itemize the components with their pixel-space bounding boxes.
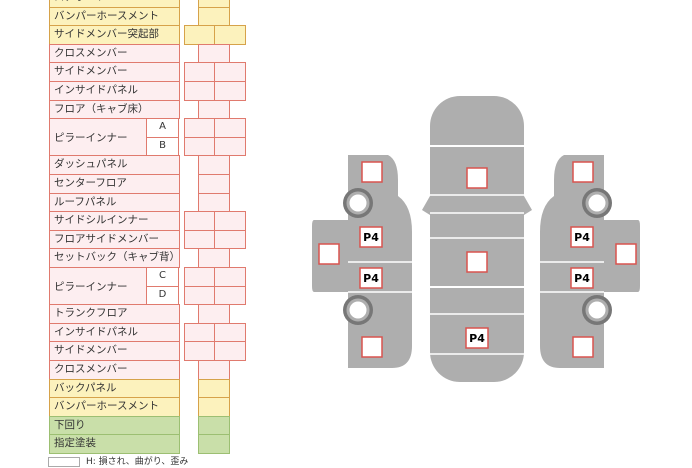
check-cell[interactable] [198, 304, 230, 324]
row-label: サイドシルインナー [49, 211, 180, 231]
row-label: センターフロア [49, 174, 180, 194]
check-cell[interactable] [198, 192, 230, 213]
check-cell[interactable] [198, 99, 230, 120]
row-label: フロア（キャブ床） [49, 99, 180, 120]
row-label: インサイドパネル [49, 322, 180, 343]
row-label: バンパーホースメント [49, 6, 180, 27]
check-cell[interactable] [198, 415, 230, 436]
check-cell[interactable] [214, 25, 246, 45]
badge-right-text-2: P4 [574, 272, 590, 285]
check-cell[interactable] [214, 341, 246, 361]
marker-right-door[interactable] [615, 243, 637, 265]
car-top-view: P4 [422, 96, 532, 382]
badge-rear-p4[interactable] [465, 327, 489, 349]
legend-swatch [48, 456, 80, 467]
marker-left-front[interactable] [361, 161, 383, 183]
check-cell[interactable] [214, 81, 246, 101]
row-label: サイドメンバー [49, 62, 180, 82]
damage-table: ロアボードバンパーホースメントサイドメンバー突起部クロスメンバーサイドメンバーイ… [0, 0, 300, 466]
check-cell[interactable] [184, 285, 216, 306]
check-cell[interactable] [184, 25, 216, 45]
check-cell[interactable] [198, 43, 230, 64]
check-cell[interactable] [184, 81, 216, 101]
row-label: インサイドパネル [49, 81, 180, 101]
badge-right-text-1: P4 [574, 231, 590, 244]
row-label: 指定塗装 [49, 434, 180, 454]
check-cell[interactable] [184, 229, 216, 250]
check-cell[interactable] [198, 434, 230, 454]
row-sub-label: A [146, 118, 179, 138]
check-cell[interactable] [184, 136, 216, 157]
marker-left-rear[interactable] [361, 336, 383, 358]
row-sub-label: C [146, 267, 179, 287]
badge-right-p4-1[interactable] [570, 226, 594, 248]
row-label: サイドメンバー突起部 [49, 25, 180, 45]
badge-left-text-1: P4 [363, 231, 379, 244]
check-cell[interactable] [198, 155, 230, 175]
legend-text: H: 損され、曲がり、歪み [86, 457, 189, 467]
check-cell[interactable] [198, 360, 230, 380]
check-cell[interactable] [214, 211, 246, 231]
check-cell[interactable] [184, 267, 216, 287]
badge-left-p4-1[interactable] [359, 226, 383, 248]
check-cell[interactable] [198, 174, 230, 194]
row-label: トランクフロア [49, 304, 180, 324]
check-cell[interactable] [198, 378, 230, 399]
check-cell[interactable] [184, 62, 216, 82]
check-cell[interactable] [214, 118, 246, 138]
car-left-side: P4 P4 [312, 155, 412, 368]
marker-left-door[interactable] [318, 243, 340, 265]
row-label: バックパネル [49, 378, 180, 399]
check-cell[interactable] [214, 136, 246, 157]
marker-floor[interactable] [466, 251, 488, 273]
row-label: サイドメンバー [49, 341, 180, 361]
row-label: バンパーホースメント [49, 397, 180, 417]
check-cell[interactable] [184, 211, 216, 231]
check-cell[interactable] [198, 397, 230, 417]
row-label: セットバック（キャブ背） [49, 248, 180, 268]
row-label: クロスメンバー [49, 43, 180, 64]
check-cell[interactable] [214, 62, 246, 82]
marker-roof[interactable] [466, 167, 488, 189]
car-right-side: P4 P4 [540, 155, 640, 368]
check-cell[interactable] [214, 267, 246, 287]
badge-right-p4-2[interactable] [570, 267, 594, 289]
check-cell[interactable] [198, 248, 230, 268]
car-body-top [430, 96, 524, 382]
badge-left-text-2: P4 [363, 272, 379, 285]
check-cell[interactable] [184, 341, 216, 361]
row-label: ピラーインナー [49, 267, 147, 306]
check-cell[interactable] [184, 322, 216, 343]
badge-left-p4-2[interactable] [359, 267, 383, 289]
badge-rear-text: P4 [469, 332, 485, 345]
row-label: クロスメンバー [49, 360, 180, 380]
row-label: ピラーインナー [49, 118, 147, 157]
check-cell[interactable] [198, 6, 230, 27]
marker-right-front[interactable] [572, 161, 594, 183]
check-cell[interactable] [214, 229, 246, 250]
car-diagram: P4 P4 P4 P4 P4 [312, 96, 640, 382]
row-label: フロアサイドメンバー [49, 229, 180, 250]
row-label: 下回り [49, 415, 180, 436]
row-label: ルーフパネル [49, 192, 180, 213]
row-label: ダッシュパネル [49, 155, 180, 175]
row-sub-label: D [146, 285, 179, 306]
check-cell[interactable] [184, 118, 216, 138]
marker-right-rear[interactable] [572, 336, 594, 358]
check-cell[interactable] [214, 322, 246, 343]
check-cell[interactable] [214, 285, 246, 306]
row-sub-label: B [146, 136, 179, 157]
